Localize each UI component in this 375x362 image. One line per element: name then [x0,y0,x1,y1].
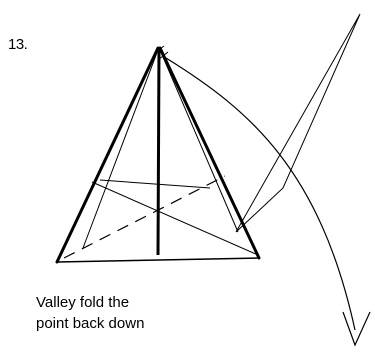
triangle-base [56,257,260,263]
crease-right [99,179,211,189]
fold-arrow-head [342,311,371,347]
crease-left [91,181,259,256]
center-line [156,47,161,256]
step-number: 13. [8,36,28,53]
triangle-right-edge [158,46,261,260]
instruction-caption: Valley fold the point back down [36,292,236,334]
tip-detail [155,45,169,61]
valley-fold-line [63,175,226,259]
caption-line-1: Valley fold the [36,294,130,311]
triangle-left-edge [55,46,160,264]
flap-outline [235,13,361,233]
fold-arrow [165,57,356,331]
caption-line-2: point back down [36,315,145,332]
inner-left-edge [82,49,159,249]
inner-right-edge [159,49,239,233]
